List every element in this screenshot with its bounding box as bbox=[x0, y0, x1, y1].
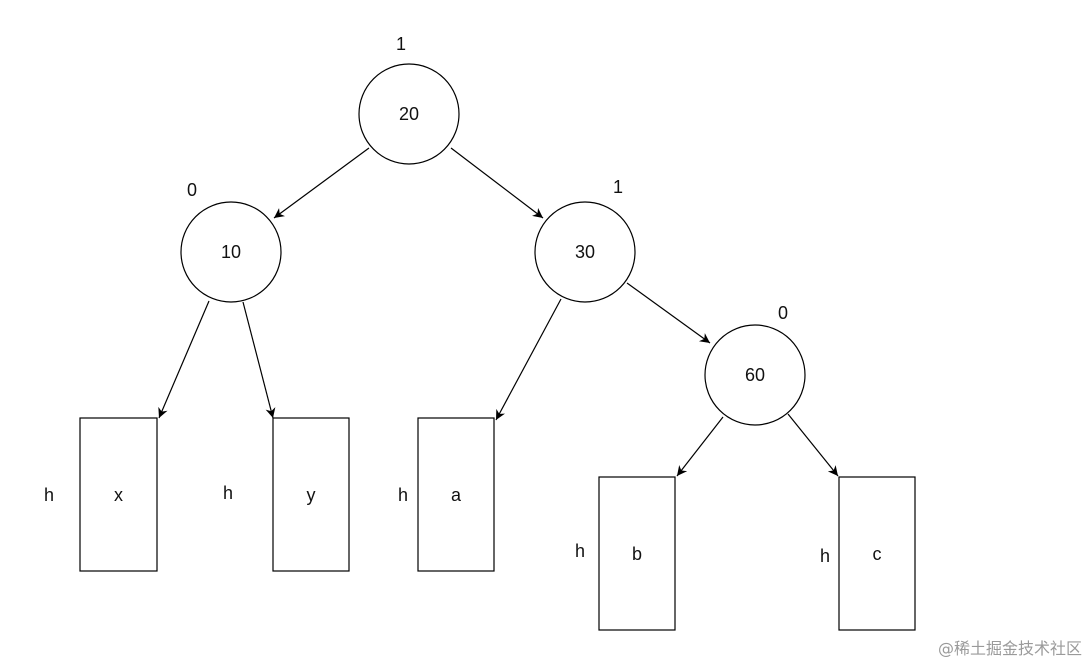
subtree-box-a bbox=[417, 417, 495, 572]
edge-n30-sa-arrow bbox=[495, 298, 562, 421]
subtree-x: xh bbox=[44, 417, 158, 572]
node-circle-60 bbox=[704, 324, 806, 426]
tree-node-20: 20 1 bbox=[358, 34, 460, 165]
subtree-y: yh bbox=[223, 417, 350, 572]
subtree-height-label-y: h bbox=[223, 483, 233, 503]
node-circle-30 bbox=[534, 201, 636, 303]
nodes-layer: 20 1 10 0 30 1 60 0 bbox=[180, 34, 806, 426]
subtree-height-label-x: h bbox=[44, 485, 54, 505]
subtree-name-y: y bbox=[307, 485, 316, 505]
node-value-60: 60 bbox=[745, 365, 765, 385]
watermark-text: @稀土掘金技术社区 bbox=[937, 639, 1082, 658]
balance-factor-30: 1 bbox=[613, 177, 623, 197]
subtree-c: ch bbox=[820, 476, 916, 631]
subtree-name-a: a bbox=[451, 485, 462, 505]
edge-n20-n10-arrow bbox=[273, 147, 370, 219]
subtree-name-x: x bbox=[114, 485, 123, 505]
edge-n30-n60-arrow bbox=[626, 282, 711, 344]
subtree-box-x bbox=[79, 417, 158, 572]
node-value-10: 10 bbox=[221, 242, 241, 262]
subtree-name-c: c bbox=[873, 544, 882, 564]
node-value-30: 30 bbox=[575, 242, 595, 262]
balance-factor-60: 0 bbox=[778, 303, 788, 323]
subtree-box-c bbox=[838, 476, 916, 631]
edge-n60-sb-arrow bbox=[676, 416, 724, 477]
node-circle-10 bbox=[180, 201, 282, 303]
node-value-20: 20 bbox=[399, 104, 419, 124]
subtree-name-b: b bbox=[632, 544, 642, 564]
subtree-height-label-b: h bbox=[575, 541, 585, 561]
tree-node-60: 60 0 bbox=[704, 303, 806, 426]
subtree-b: bh bbox=[575, 476, 676, 631]
subtree-height-label-c: h bbox=[820, 546, 830, 566]
subtree-box-b bbox=[598, 476, 676, 631]
edge-n60-sc-arrow bbox=[787, 413, 839, 477]
balance-factor-10: 0 bbox=[187, 180, 197, 200]
subtree-height-label-a: h bbox=[398, 485, 408, 505]
balance-factor-20: 1 bbox=[396, 34, 406, 54]
tree-node-30: 30 1 bbox=[534, 177, 636, 303]
edge-n10-sx-arrow bbox=[158, 300, 210, 419]
tree-node-10: 10 0 bbox=[180, 180, 282, 303]
subtree-a: ah bbox=[398, 417, 495, 572]
edges-layer bbox=[158, 147, 839, 477]
node-circle-20 bbox=[358, 63, 460, 165]
edge-n20-n30-arrow bbox=[450, 147, 544, 219]
subtree-box-y bbox=[272, 417, 350, 572]
edge-n10-sy-arrow bbox=[242, 301, 276, 419]
